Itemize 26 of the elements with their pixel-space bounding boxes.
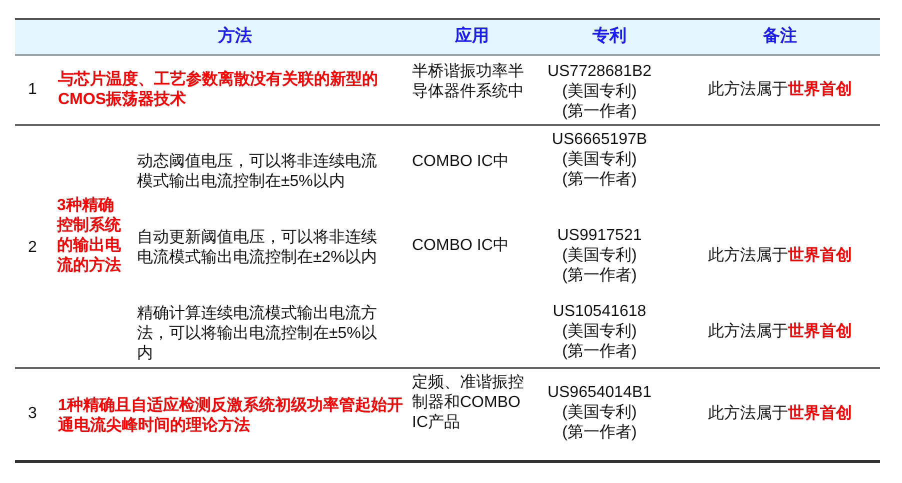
remark-text: 此方法属于世界首创 [707,322,853,342]
patent-text: US9654014B1 (美国专利) (第一作者) [546,383,653,443]
remark-text: 此方法属于世界首创 [707,80,853,100]
patent-text: US9917521 (美国专利) (第一作者) [556,226,643,286]
method-text: 与芯片温度、工艺参数离散没有关联的新型的CMOS振荡器技术 [58,70,379,110]
patent-text: US10541618 (美国专利) (第一作者) [552,302,648,362]
patent-text: US6665197B (美国专利) (第一作者) [550,130,648,190]
method-text: 精确计算连续电流模式输出电流方法，可以将输出电流控制在±5%以内 [137,304,378,364]
row-number: 3 [27,404,38,424]
application-text: COMBO IC中 [412,152,510,172]
column-header: 方法 [216,26,253,46]
row-number: 2 [27,238,38,258]
method-text: 动态阈值电压，可以将非连续电流模式输出电流控制在±5%以内 [137,152,378,192]
method-text: 自动更新阈值电压，可以将非连续电流模式输出电流控制在±2%以内 [137,228,378,268]
remark-text: 此方法属于世界首创 [707,404,853,424]
column-header: 应用 [454,26,490,46]
application-text: 半桥谐振功率半导体器件系统中 [412,62,525,102]
application-text: COMBO IC中 [412,236,510,256]
column-header: 备注 [762,26,798,46]
method-text: 1种精确且自适应检测反激系统初级功率管起始开通电流尖峰时间的理论方法 [58,396,403,436]
column-header: 专利 [592,26,628,46]
patent-text: US7728681B2 (美国专利) (第一作者) [546,62,653,122]
remark-text: 此方法属于世界首创 [707,246,853,266]
method-text: 3种精确控制系统的输出电流的方法 [57,196,122,276]
row-number: 1 [27,80,38,100]
application-text: 定频、准谐振控制器和COMBO IC产品 [412,373,525,433]
